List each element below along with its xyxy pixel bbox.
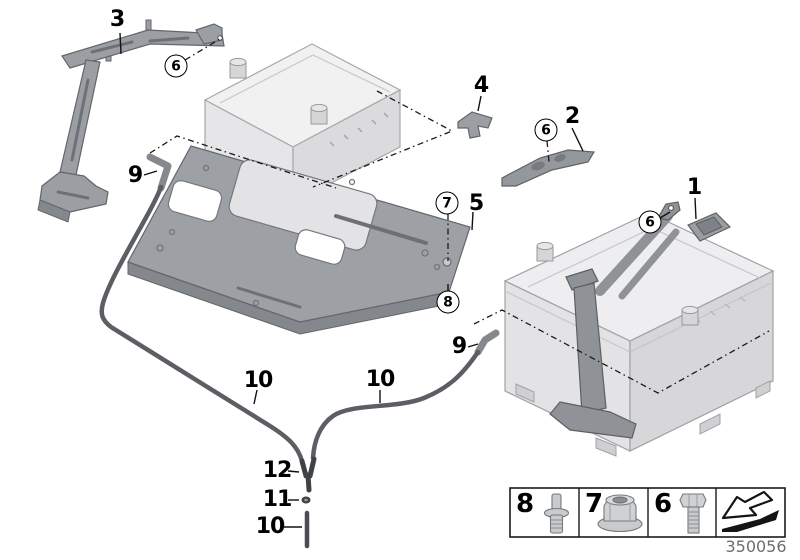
callout-bolt-6-a: 6: [164, 54, 188, 78]
callout-item-4: 4: [473, 73, 489, 98]
grommet: [301, 496, 311, 504]
vent-hose-left: [99, 184, 305, 464]
legend-label-nut-7: 7: [585, 489, 604, 519]
hex-bolt-icon: [679, 493, 707, 534]
hose-elbow-right: [474, 329, 500, 356]
callout-bolt-6-b: 6: [534, 118, 558, 142]
bracket-left: [37, 19, 225, 223]
vent-hose-right: [310, 349, 481, 461]
flange-nut-icon: [597, 494, 643, 533]
dash-dot-lines: [149, 38, 770, 394]
legend-label-stud-8: 8: [516, 489, 535, 519]
callout-item-10-right: 10: [365, 367, 396, 392]
callout-nut-7: 7: [435, 191, 459, 215]
battery-terminal: [310, 103, 328, 125]
callout-stud-8: 8: [436, 290, 460, 314]
diagram-number: 350056: [725, 537, 787, 556]
legend-box: [509, 487, 786, 538]
y-connector: [299, 456, 317, 493]
callout-item-9-right: 9: [451, 334, 467, 359]
direction-arrow-icon: [721, 490, 779, 532]
battery-tray: [127, 145, 471, 335]
callout-item-9-left: 9: [127, 163, 143, 188]
callout-item-3: 3: [109, 7, 125, 32]
callout-item-10-bottom: 10: [255, 514, 286, 539]
callout-item-11: 11: [262, 487, 293, 512]
clip-part: [457, 111, 493, 139]
hose-elbow-left: [146, 153, 172, 192]
battery-terminal: [229, 57, 247, 79]
stud-bolt-icon: [543, 493, 570, 534]
battery-small: [203, 43, 402, 204]
callout-item-2: 2: [564, 104, 580, 129]
callout-item-10-left: 10: [243, 368, 274, 393]
battery-terminal: [536, 241, 554, 262]
holder-strip: [501, 149, 596, 187]
battery-terminal: [681, 305, 699, 326]
callout-bolt-6-c: 6: [638, 210, 662, 234]
callout-item-5: 5: [468, 191, 484, 216]
legend-label-bolt-6: 6: [654, 489, 673, 519]
callout-item-1: 1: [686, 175, 702, 200]
callout-item-12: 12: [262, 458, 293, 483]
